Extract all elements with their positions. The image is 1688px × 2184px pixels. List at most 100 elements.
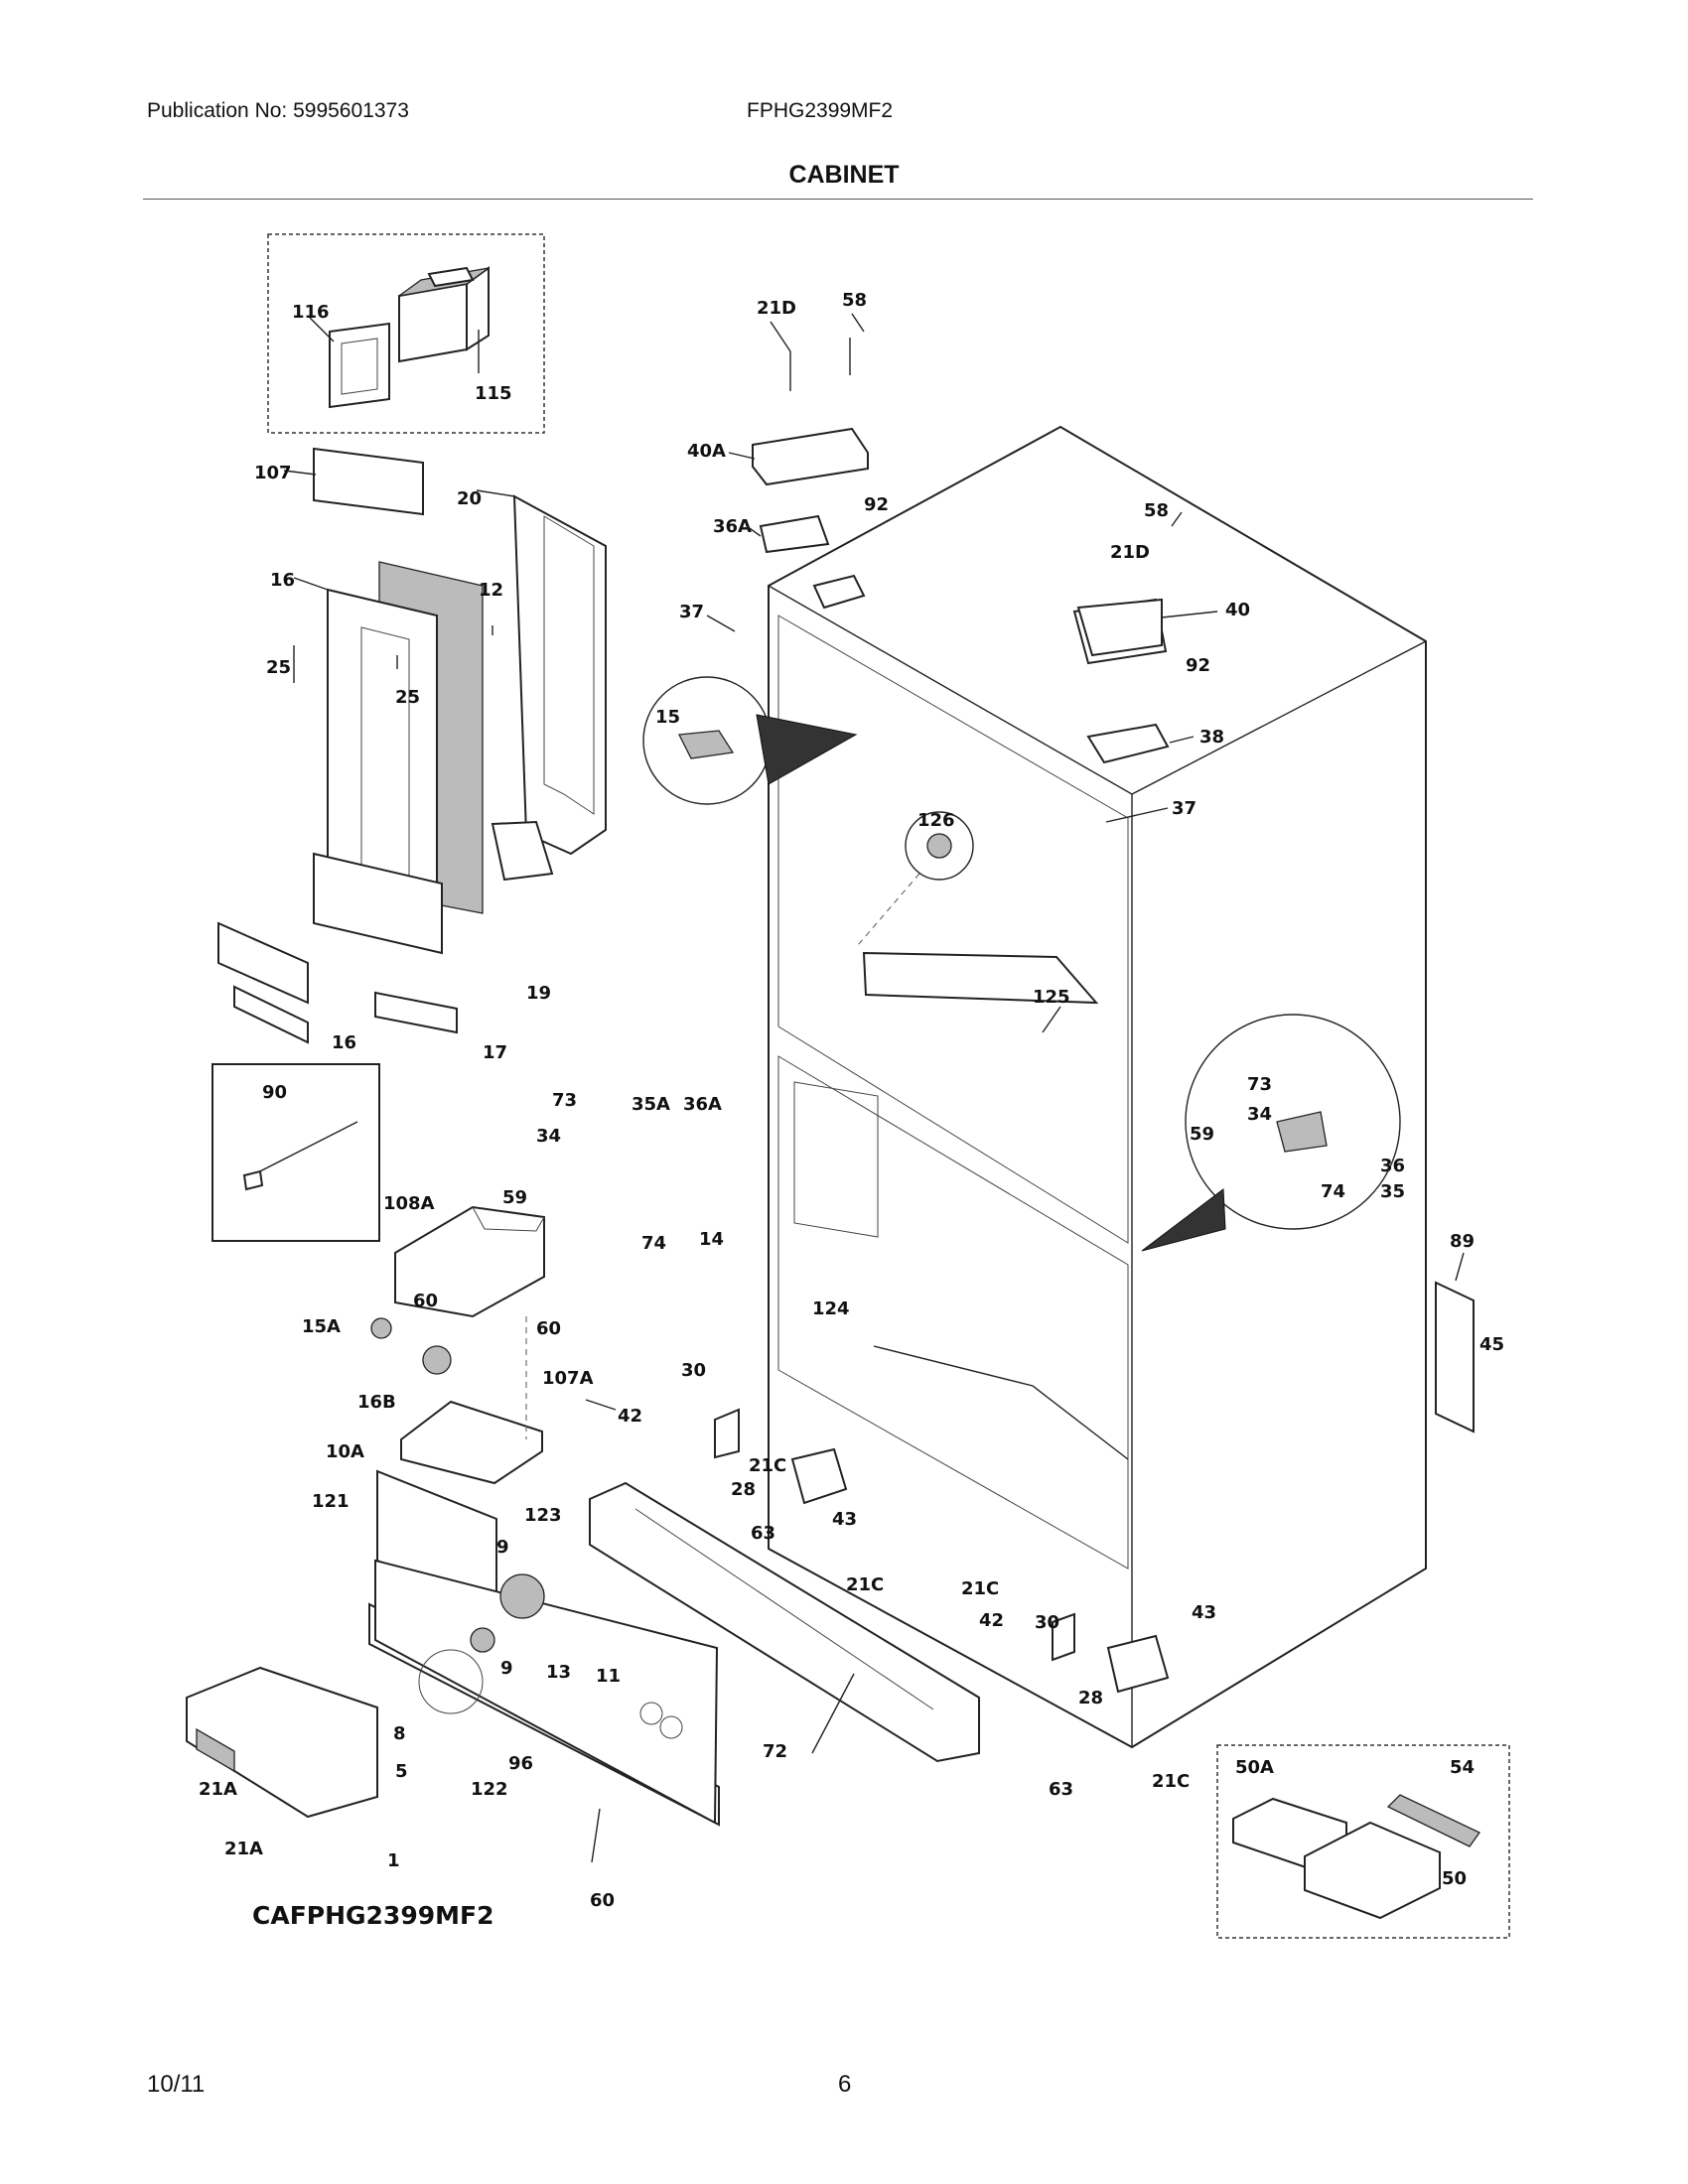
callout: 59 [502,1187,527,1208]
callout: 14 [699,1229,724,1250]
callout: 50A [1235,1757,1274,1778]
callout: 13 [546,1662,571,1683]
toe-grille [589,1481,980,1763]
callout: 28 [731,1479,756,1500]
callout: 37 [679,602,704,622]
callout: 58 [842,290,867,311]
callout: 36 [1380,1156,1405,1176]
hinge-covers-top [752,338,1170,764]
dispenser-housing [370,1205,545,1485]
callout: 123 [524,1505,562,1526]
callout: 10A [326,1441,364,1462]
callout: 16B [357,1392,396,1413]
callout: 63 [1049,1779,1073,1800]
model-number: FPHG2399MF2 [747,99,894,122]
detail-circle-right-hinge [1141,1014,1401,1252]
callout: 19 [526,983,551,1004]
callout: 21C [961,1578,999,1599]
callout: 42 [979,1610,1004,1631]
callout: 21A [224,1839,263,1859]
callout: 40 [1225,600,1250,620]
detail-circle-15 [642,676,858,805]
callout: 35A [632,1094,670,1115]
callout: 25 [395,687,420,708]
callout: 21D [1110,542,1150,563]
footer-date: 10/11 [147,2071,206,2098]
callout: 60 [413,1291,438,1311]
callout: 5 [395,1761,408,1782]
callout: 116 [292,302,330,323]
callout: 35 [1380,1181,1405,1202]
inset-storage-bins [1216,1744,1510,1939]
callout: 74 [1321,1181,1345,1202]
lower-hinge-right [1052,1612,1170,1694]
callout: 96 [508,1753,533,1774]
callout: 36A [713,516,752,537]
callout: 50 [1442,1868,1467,1889]
callout: 73 [552,1090,577,1111]
callout: 45 [1479,1334,1504,1355]
callout: 30 [681,1360,706,1381]
callout: 43 [832,1509,857,1530]
callout: 54 [1450,1757,1475,1778]
callout: 89 [1450,1231,1475,1252]
callout: 9 [496,1537,509,1558]
callout: 121 [312,1491,350,1512]
callout: 30 [1035,1612,1059,1633]
callout: 72 [763,1741,787,1762]
dispenser-module [186,1666,378,1819]
callout: 34 [1247,1104,1272,1125]
callout: 126 [917,810,955,831]
callout: 108A [383,1193,435,1214]
callout: 63 [751,1523,775,1544]
callout: 122 [471,1779,508,1800]
callout: 17 [483,1042,507,1063]
callout: 90 [262,1082,287,1103]
callout: 34 [536,1126,561,1147]
callout: 21D [757,298,796,319]
callout: 12 [479,580,503,601]
leader-lines [585,313,1465,1863]
header-divider [143,199,1533,200]
detail-circle-126 [857,811,974,946]
ice-chute-assembly [217,447,607,1044]
callout: 60 [590,1890,615,1911]
callout: 28 [1078,1688,1103,1708]
callout: 115 [475,383,512,404]
callout: 1 [387,1850,400,1871]
callout: 60 [536,1318,561,1339]
callout: 21C [749,1455,786,1476]
publication-number: Publication No: 5995601373 [147,99,409,122]
model-code-label: CAFPHG2399MF2 [252,1901,493,1930]
callout: 59 [1190,1124,1214,1145]
callout: 21C [1152,1771,1190,1792]
callout: 11 [596,1666,621,1687]
callout: 20 [457,488,482,509]
callout: 58 [1144,500,1169,521]
callout: 43 [1192,1602,1216,1623]
callout: 21A [199,1779,237,1800]
callout: 107 [254,463,292,483]
lower-hinge-left [714,1408,848,1505]
callout: 92 [1186,655,1210,676]
callout: 21C [846,1574,884,1595]
callout: 16 [270,570,295,591]
callout: 15 [655,707,680,728]
callout: 16 [332,1032,356,1053]
callout: 9 [500,1658,513,1679]
callout: 92 [864,494,889,515]
callout-labels: 116 115 21D 58 40A 92 36A 107 20 16 12 2… [199,290,1504,1911]
callout: 38 [1199,727,1224,748]
page-title: CABINET [788,161,900,189]
dispenser-front-panel [368,1469,720,1827]
callout: 15A [302,1316,341,1337]
inset-wire-harness [211,1063,380,1242]
callout: 74 [641,1233,666,1254]
callout: 25 [266,657,291,678]
callout: 36A [683,1094,722,1115]
page-number: 6 [838,2071,852,2098]
callout: 37 [1172,798,1196,819]
callout: 42 [618,1406,642,1427]
callout: 73 [1247,1074,1272,1095]
